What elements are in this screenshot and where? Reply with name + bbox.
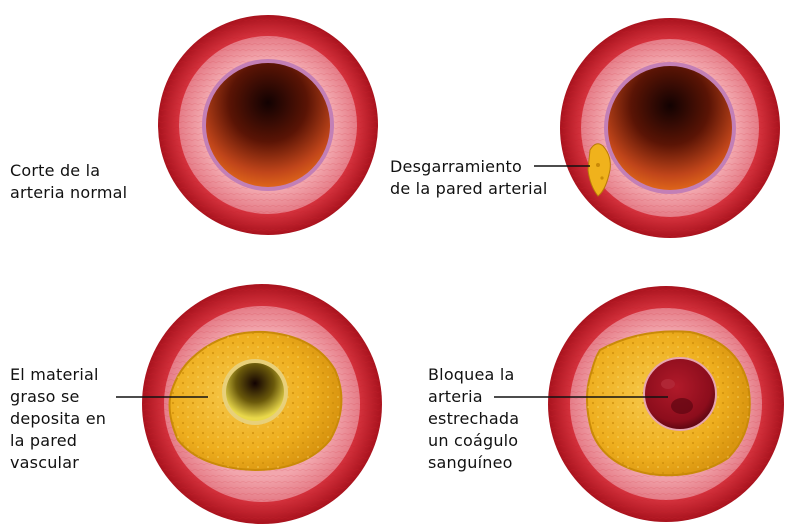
label-line: arteria normal — [10, 182, 127, 204]
blood-clot — [644, 358, 716, 430]
label-line: sanguíneo — [428, 452, 519, 474]
label-normal: Corte de la arteria normal — [10, 160, 127, 204]
label-clot: Bloquea la arteria estrechada un coágulo… — [428, 364, 519, 474]
label-line: graso se — [10, 386, 106, 408]
artery-normal — [158, 15, 378, 235]
label-line: Corte de la — [10, 160, 127, 182]
label-line: de la pared arterial — [390, 178, 547, 200]
label-line: la pared — [10, 430, 106, 452]
label-line: un coágulo — [428, 430, 519, 452]
label-plaque: El material graso se deposita en la pare… — [10, 364, 106, 474]
label-line: deposita en — [10, 408, 106, 430]
label-line: estrechada — [428, 408, 519, 430]
label-line: Bloquea la — [428, 364, 519, 386]
label-line: El material — [10, 364, 106, 386]
label-tear: Desgarramiento de la pared arterial — [390, 156, 547, 200]
label-line: arteria — [428, 386, 519, 408]
artery-plaque — [142, 284, 382, 524]
label-line: vascular — [10, 452, 106, 474]
artery-tear — [560, 18, 780, 238]
label-line: Desgarramiento — [390, 156, 547, 178]
artery-clot — [548, 286, 784, 522]
